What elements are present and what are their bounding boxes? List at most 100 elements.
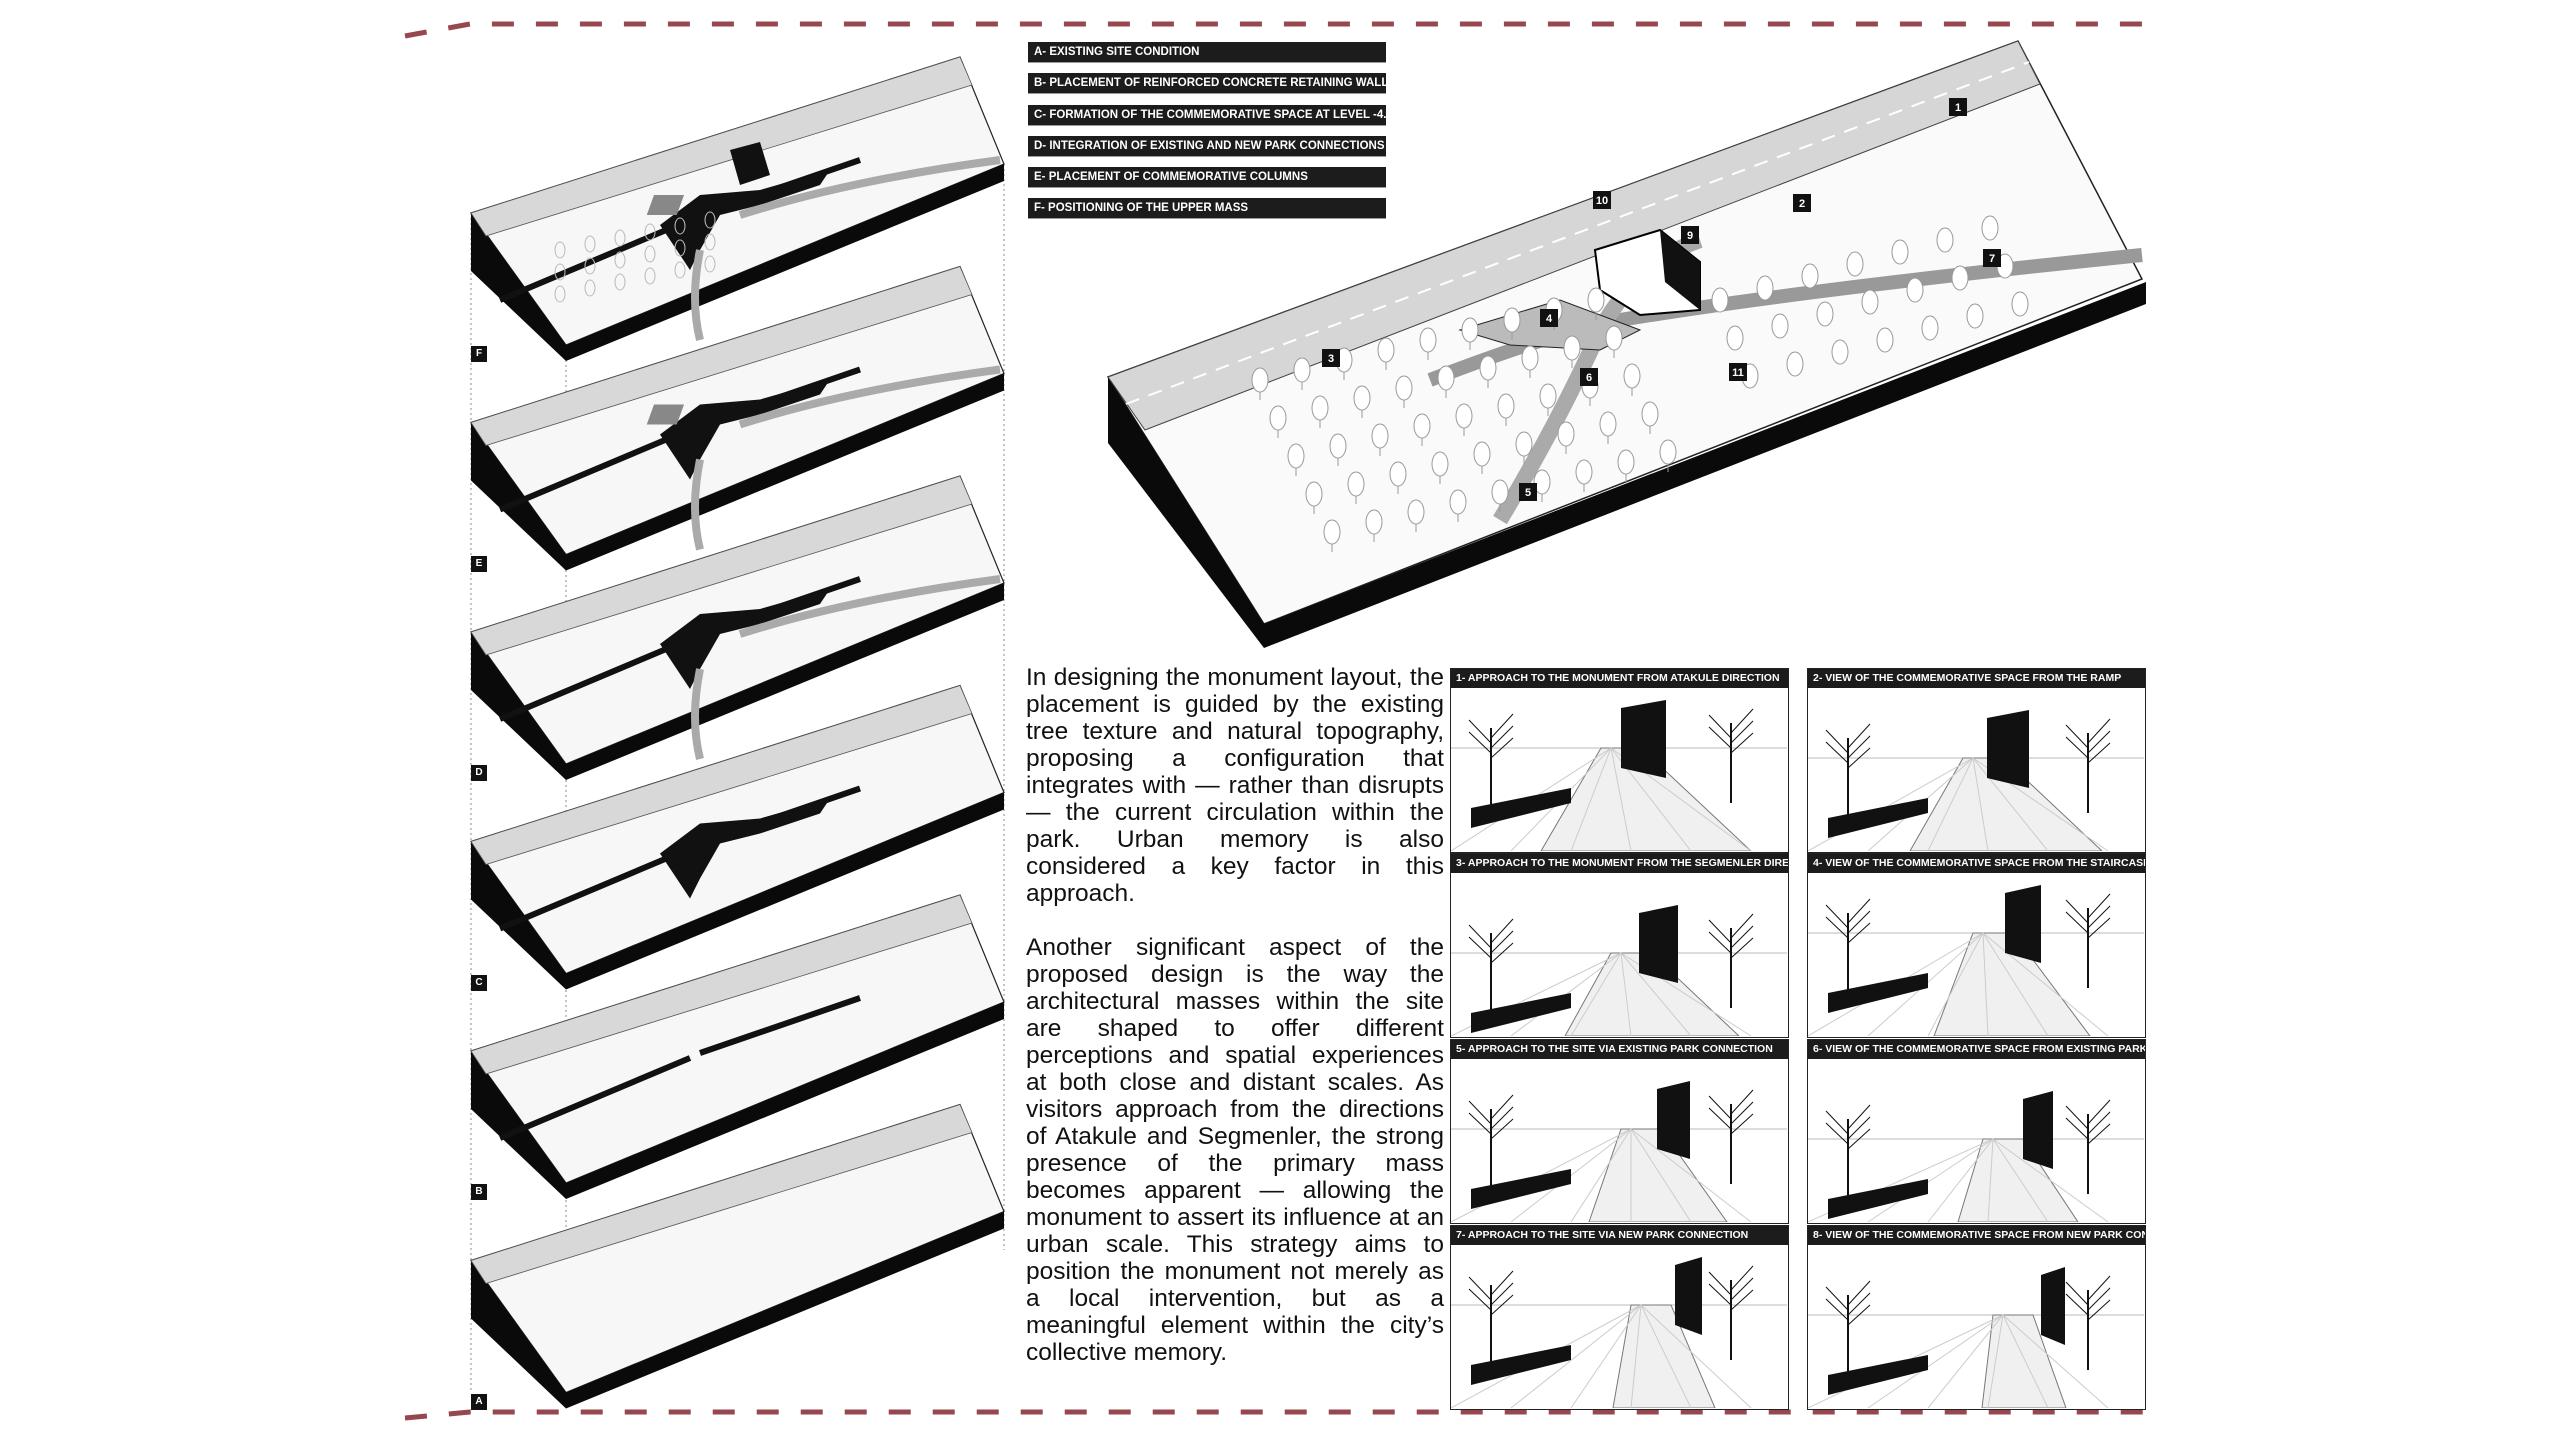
view-sketch xyxy=(1808,1267,2144,1408)
tree-icon xyxy=(1557,421,1575,447)
stage-diagram-B xyxy=(470,894,1005,1199)
tree-icon xyxy=(1563,335,1581,361)
stage-diagram-A xyxy=(470,1103,1005,1409)
tree-icon xyxy=(1906,277,1924,303)
tree-icon xyxy=(1377,337,1395,363)
tree-icon xyxy=(1831,339,1849,365)
tree-icon xyxy=(1605,325,1623,351)
paragraph: In designing the monument layout, the pl… xyxy=(1026,664,1444,907)
perspective-view-5: 5- APPROACH TO THE SITE VIA EXISTING PAR… xyxy=(1450,1039,1789,1224)
tree-icon xyxy=(1365,509,1383,535)
plan-marker-10: 10 xyxy=(1593,191,1611,209)
svg-text:1: 1 xyxy=(1955,102,1961,114)
view-title: 1- APPROACH TO THE MONUMENT FROM ATAKULE… xyxy=(1451,669,1788,688)
legend-item: D- INTEGRATION OF EXISTING AND NEW PARK … xyxy=(1028,135,1386,156)
view-title: 8- VIEW OF THE COMMEMORATIVE SPACE FROM … xyxy=(1808,1226,2145,1245)
plan-marker-9: 9 xyxy=(1681,226,1699,244)
tree-icon xyxy=(1395,375,1413,401)
plan-marker-2: 2 xyxy=(1793,194,1811,212)
plan-marker-11: 11 xyxy=(1729,363,1747,381)
tree-icon xyxy=(1353,385,1371,411)
view-title: 2- VIEW OF THE COMMEMORATIVE SPACE FROM … xyxy=(1808,669,2145,688)
tree-icon xyxy=(1861,289,1879,315)
tree-icon xyxy=(1503,307,1521,333)
tree-icon xyxy=(1936,227,1954,253)
perspective-view-7: 7- APPROACH TO THE SITE VIA NEW PARK CON… xyxy=(1450,1225,1789,1410)
view-sketch xyxy=(1451,1081,1787,1222)
stage-label-B: B xyxy=(471,1184,487,1200)
tree-icon xyxy=(1786,351,1804,377)
stage-label-D: D xyxy=(471,765,487,781)
tree-icon xyxy=(1891,239,1909,265)
tree-icon xyxy=(1623,363,1641,389)
tree-icon xyxy=(1389,461,1407,487)
tree-icon xyxy=(1449,489,1467,515)
plan-marker-5: 5 xyxy=(1519,483,1537,501)
perspective-view-1: 1- APPROACH TO THE MONUMENT FROM ATAKULE… xyxy=(1450,668,1789,853)
svg-text:9: 9 xyxy=(1687,230,1693,242)
tree-icon xyxy=(2011,291,2029,317)
tree-icon xyxy=(1455,403,1473,429)
tree-icon xyxy=(1293,357,1311,383)
view-sketch xyxy=(1451,1257,1787,1408)
view-title: 4- VIEW OF THE COMMEMORATIVE SPACE FROM … xyxy=(1808,854,2145,873)
view-sketch xyxy=(1451,905,1787,1036)
tree-icon xyxy=(1407,499,1425,525)
tree-icon xyxy=(1801,263,1819,289)
svg-text:2: 2 xyxy=(1799,198,1805,210)
svg-text:7: 7 xyxy=(1989,253,1995,265)
legend-item: E- PLACEMENT OF COMMEMORATIVE COLUMNS xyxy=(1028,167,1386,188)
svg-text:11: 11 xyxy=(1732,367,1744,379)
perspective-view-8: 8- VIEW OF THE COMMEMORATIVE SPACE FROM … xyxy=(1807,1225,2146,1410)
tree-icon xyxy=(1461,317,1479,343)
tree-icon xyxy=(1269,405,1287,431)
tree-icon xyxy=(1966,303,1984,329)
stage-diagram-F xyxy=(470,56,1005,361)
tree-icon xyxy=(1539,383,1557,409)
tree-icon xyxy=(1311,395,1329,421)
tree-icon xyxy=(1771,313,1789,339)
tree-icon xyxy=(1287,443,1305,469)
stage-label-A: A xyxy=(471,1393,487,1410)
view-sketch xyxy=(1808,885,2144,1036)
phase-diagrams xyxy=(470,56,1005,1409)
tree-icon xyxy=(1473,441,1491,467)
tree-icon xyxy=(1323,519,1341,545)
view-title: 3- APPROACH TO THE MONUMENT FROM THE SEG… xyxy=(1451,854,1788,873)
legend-item: F- POSITIONING OF THE UPPER MASS xyxy=(1028,198,1386,219)
svg-text:3: 3 xyxy=(1328,353,1334,365)
tree-icon xyxy=(1575,459,1593,485)
legend-item: C- FORMATION OF THE COMMEMORATIVE SPACE … xyxy=(1028,104,1399,125)
stage-label-C: C xyxy=(471,974,487,991)
view-title: 5- APPROACH TO THE SITE VIA EXISTING PAR… xyxy=(1451,1040,1788,1059)
tree-icon xyxy=(1305,481,1323,507)
tree-icon xyxy=(1756,275,1774,301)
stage-diagram-E xyxy=(470,265,1005,571)
tree-icon xyxy=(1617,449,1635,475)
legend-item: A- EXISTING SITE CONDITION xyxy=(1028,42,1386,62)
plan-marker-3: 3 xyxy=(1322,349,1340,367)
tree-icon xyxy=(1981,215,1999,241)
tree-icon xyxy=(1521,345,1539,371)
plan-marker-1: 1 xyxy=(1949,98,1967,116)
stage-diagram-D xyxy=(470,475,1005,780)
tree-icon xyxy=(1641,401,1659,427)
tree-icon xyxy=(1587,287,1605,313)
svg-text:6: 6 xyxy=(1586,372,1592,384)
tree-icon xyxy=(1329,433,1347,459)
tree-icon xyxy=(1347,471,1365,497)
tree-icon xyxy=(1491,479,1509,505)
phase-legend: A- EXISTING SITE CONDITION B- PLACEMENT … xyxy=(1028,42,1399,230)
tree-icon xyxy=(1479,355,1497,381)
tree-icon xyxy=(1515,431,1533,457)
tree-icon xyxy=(1599,411,1617,437)
svg-text:10: 10 xyxy=(1596,195,1608,207)
paragraph: Another significant aspect of the propos… xyxy=(1026,934,1444,1366)
view-title: 7- APPROACH TO THE SITE VIA NEW PARK CON… xyxy=(1451,1226,1788,1245)
tree-icon xyxy=(1921,315,1939,341)
tree-icon xyxy=(1876,327,1894,353)
plan-marker-7: 7 xyxy=(1983,249,2001,267)
perspective-view-6: 6- VIEW OF THE COMMEMORATIVE SPACE FROM … xyxy=(1807,1039,2146,1224)
tree-icon xyxy=(1419,327,1437,353)
perspective-view-4: 4- VIEW OF THE COMMEMORATIVE SPACE FROM … xyxy=(1807,853,2146,1038)
